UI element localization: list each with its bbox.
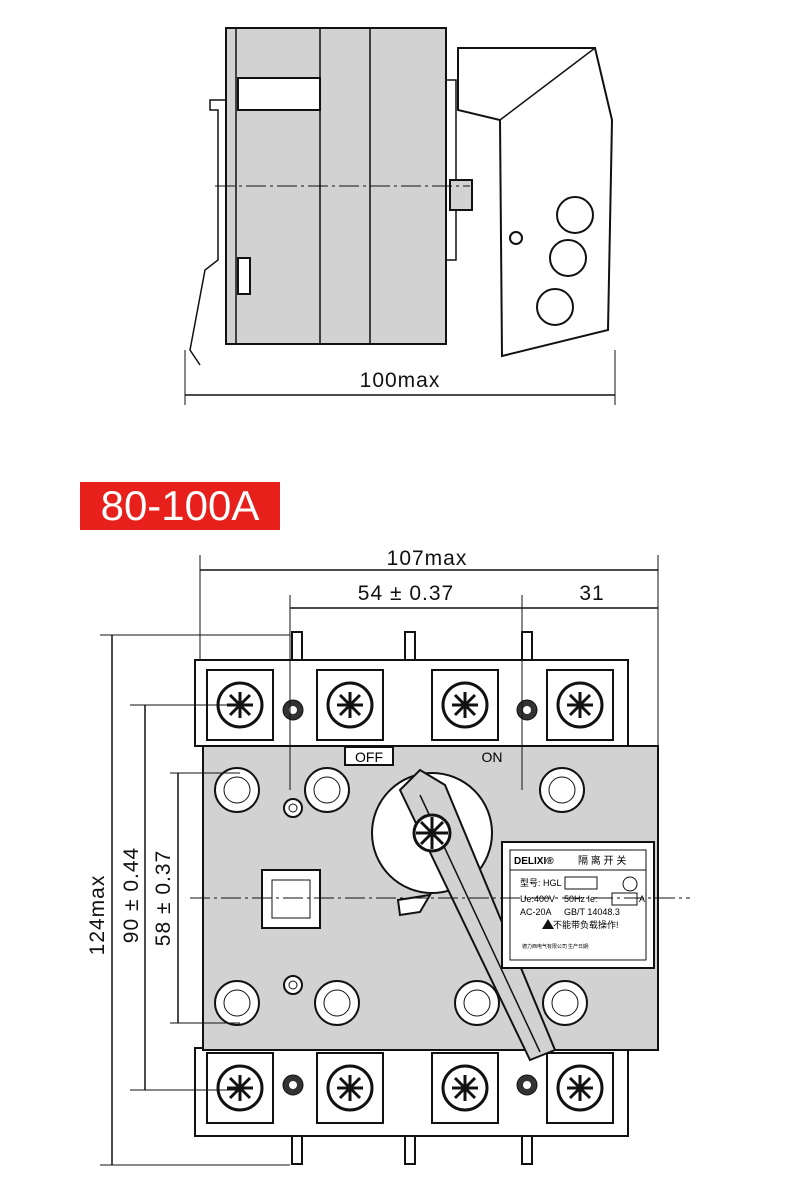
nameplate-voltage: Ue:400V bbox=[520, 894, 555, 904]
mount-height-dimension: 90 ± 0.44 bbox=[120, 847, 143, 943]
nameplate-category: AC-20A bbox=[520, 907, 552, 917]
front-height-dimension: 124max bbox=[86, 875, 109, 956]
inner-height-dimension: 58 ± 0.37 bbox=[152, 850, 175, 946]
mounting-hole bbox=[304, 767, 350, 813]
nameplate-date: 生产日期: bbox=[568, 943, 589, 950]
rating-label: 80-100A bbox=[80, 482, 280, 530]
nameplate-model: 型号: HGL bbox=[520, 878, 562, 888]
off-label: OFF bbox=[355, 749, 383, 765]
mounting-hole bbox=[542, 980, 588, 1026]
nameplate-title: 隔 离 开 关 bbox=[578, 854, 626, 867]
edge-dimension: 31 bbox=[579, 582, 604, 605]
mounting-hole bbox=[214, 767, 260, 813]
mounting-hole bbox=[314, 980, 360, 1026]
nameplate-standard: GB/T 14048.3 bbox=[564, 907, 620, 917]
side-view: 100max bbox=[184, 27, 616, 405]
nameplate-frequency: 50Hz Ie: bbox=[564, 894, 598, 904]
mounting-hole bbox=[539, 767, 585, 813]
mounting-hole bbox=[454, 980, 500, 1026]
nameplate-unit: A bbox=[639, 894, 645, 904]
mounting-hole bbox=[214, 980, 260, 1026]
nameplate-warning: 不能带负载操作! bbox=[553, 919, 619, 930]
nameplate-brand: DELIXI® bbox=[514, 856, 554, 867]
front-view: OFF ON DELIXI® 隔 离 开 关 型号: HGL Ue:400V 5… bbox=[86, 547, 690, 1166]
on-label: ON bbox=[482, 749, 503, 765]
front-width-dimension: 107max bbox=[387, 547, 468, 570]
nameplate-maker: 德力西电气有限公司 bbox=[522, 943, 567, 950]
side-width-dimension: 100max bbox=[360, 369, 441, 392]
pole-pitch-dimension: 54 ± 0.37 bbox=[358, 582, 454, 605]
